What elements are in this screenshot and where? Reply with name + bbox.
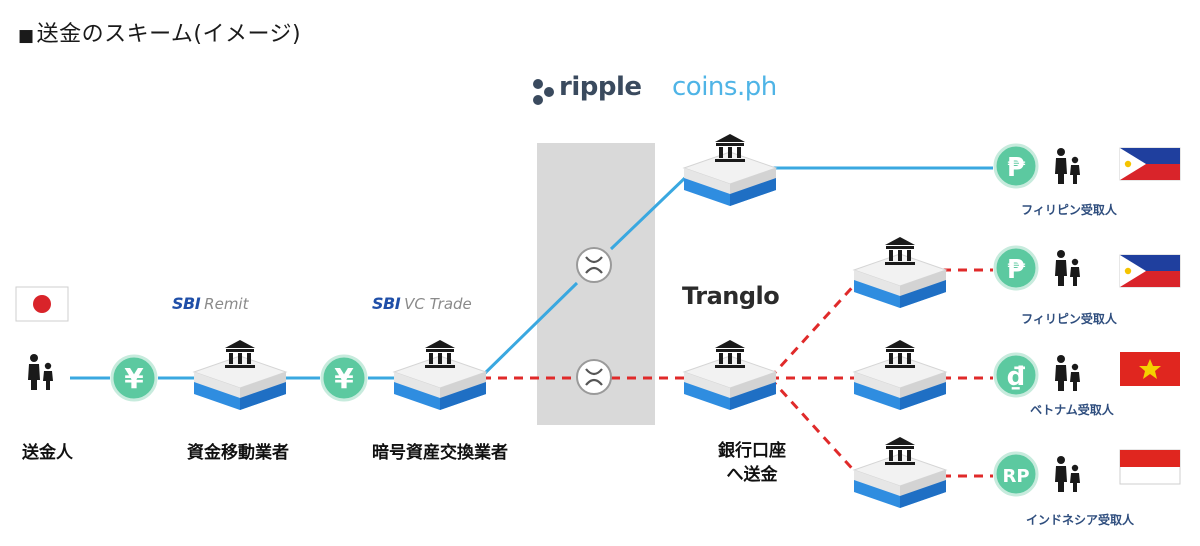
sbi-remit-mark: SBI [172, 294, 201, 313]
remit-operator-label: 資金移動業者 [187, 443, 289, 463]
dong-icon: ₫ [993, 352, 1039, 398]
bank-node-vn [853, 340, 947, 411]
recipient-label-vn: ベトナム受取人 [1030, 403, 1114, 417]
title-text: 送金のスキーム(イメージ) [36, 22, 302, 47]
page-title: ■送金のスキーム(イメージ) [18, 22, 302, 47]
rupiah-icon: RP [993, 451, 1039, 497]
yen-icon-1: ¥ [110, 354, 158, 402]
bank-node-coins [683, 134, 777, 207]
svg-text:¥: ¥ [124, 362, 144, 395]
peso-icon-2: ₱ [993, 245, 1039, 291]
xrp-icon-lower [575, 358, 613, 396]
coins-logo-text: coins.ph [672, 72, 777, 102]
svg-text:₱: ₱ [1007, 153, 1026, 183]
sender-person-icon [28, 354, 53, 390]
bank-node-id [853, 437, 947, 509]
sbi-vc-sub: VC Trade [404, 295, 472, 313]
red-dashed-flow-lines [482, 268, 993, 478]
flag-philippines-icon-2 [1119, 254, 1181, 288]
bank-transfer-label-line2: へ送金 [726, 465, 778, 485]
recipient-person-icon-ph1 [1055, 148, 1080, 184]
recipient-person-icon-id [1055, 456, 1080, 492]
recipient-person-icon-ph2 [1055, 250, 1080, 286]
bank-node-remit [193, 340, 287, 411]
crypto-exchange-label: 暗号資産交換業者 [372, 443, 508, 463]
bank-node-tranglo [683, 340, 777, 411]
yen-icon-2: ¥ [320, 354, 368, 402]
ripple-logo-icon [533, 79, 554, 105]
ripple-logo-text: ripple [559, 72, 642, 102]
xrp-icon-upper [575, 246, 613, 284]
bank-node-ph2 [853, 237, 947, 309]
flag-philippines-icon-1 [1119, 147, 1181, 181]
bank-transfer-label-line1: 銀行口座 [718, 441, 786, 461]
blue-flow-lines [70, 166, 993, 380]
flag-indonesia-icon [1119, 449, 1181, 485]
tranglo-logo-text: Tranglo [682, 282, 780, 310]
recipient-person-icon-vn [1055, 355, 1080, 391]
flag-vietnam-icon [1120, 352, 1180, 386]
sender-label: 送金人 [22, 443, 73, 463]
sbi-vc-mark: SBI [372, 294, 401, 313]
recipient-label-ph2: フィリピン受取人 [1021, 312, 1117, 326]
bank-node-exchange [393, 340, 487, 411]
flag-japan-icon [15, 286, 69, 322]
peso-icon-1: ₱ [993, 143, 1039, 189]
svg-text:¥: ¥ [334, 362, 354, 395]
recipient-label-id: インドネシア受取人 [1025, 513, 1135, 527]
svg-text:₫: ₫ [1007, 362, 1025, 392]
svg-text:₱: ₱ [1007, 255, 1026, 285]
sbi-remit-sub: Remit [204, 295, 249, 313]
recipient-label-ph1: フィリピン受取人 [1021, 203, 1117, 217]
svg-text:RP: RP [1002, 466, 1029, 487]
